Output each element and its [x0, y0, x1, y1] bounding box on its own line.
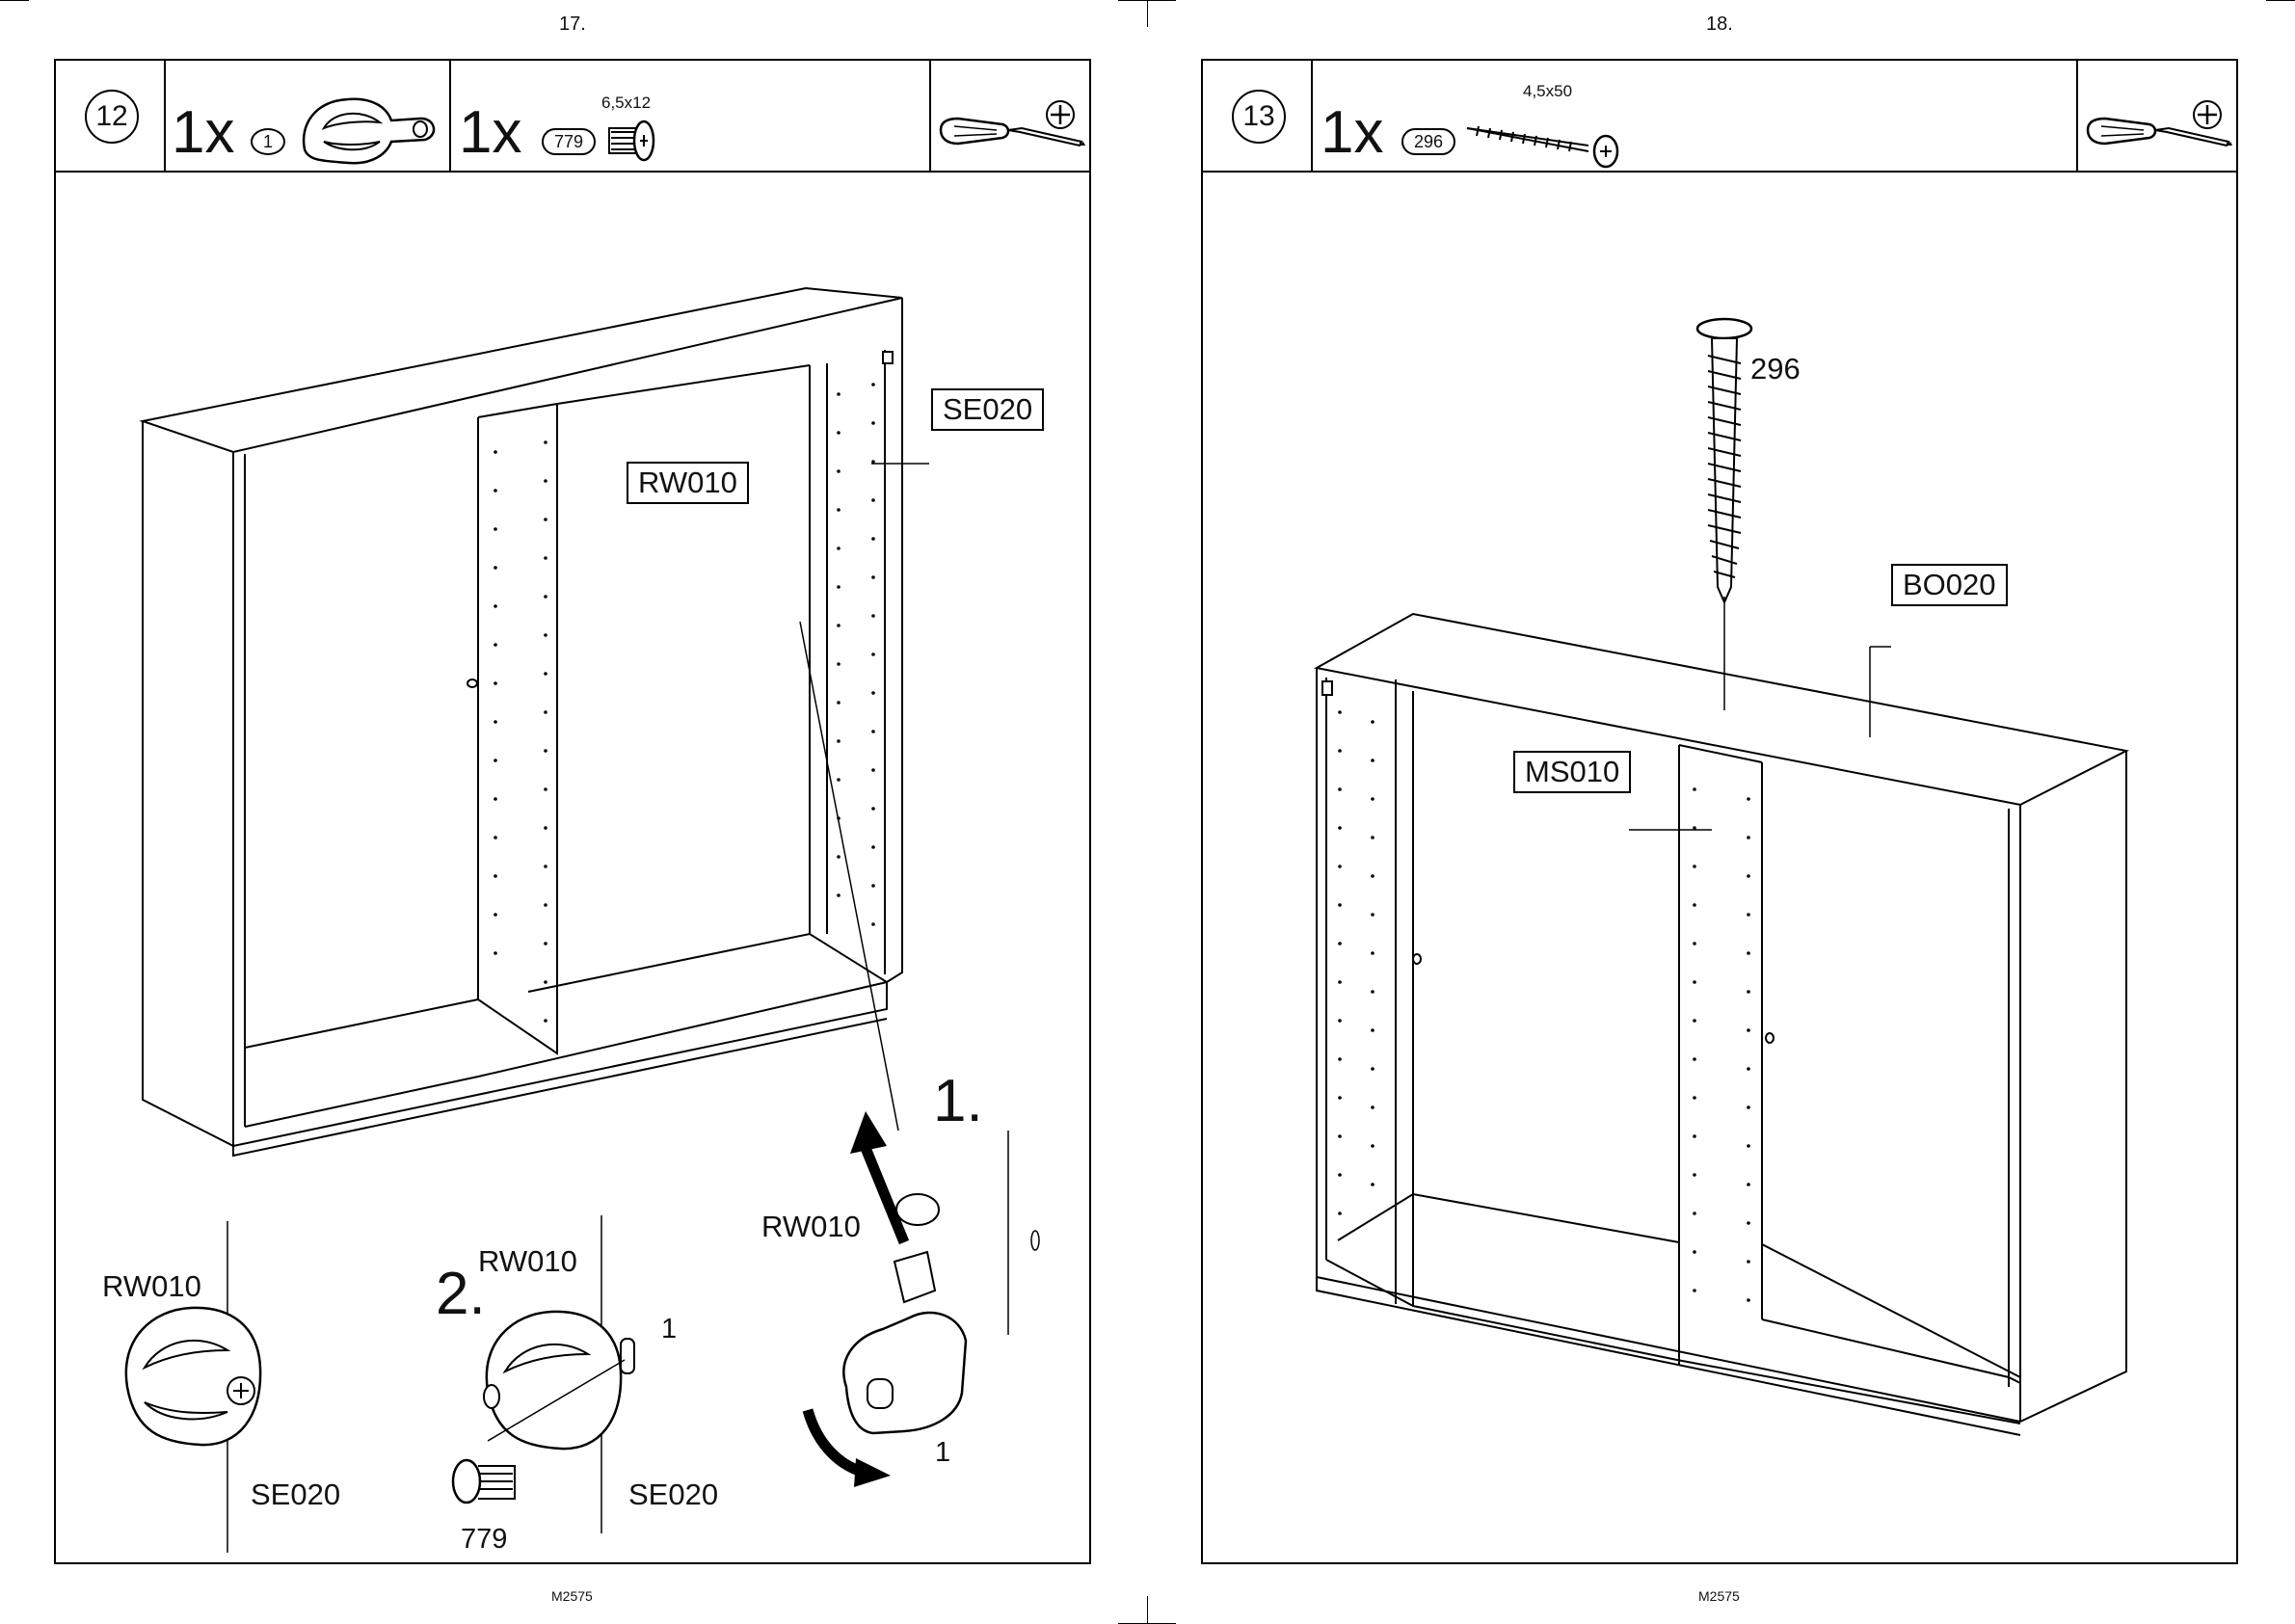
part-label-se020: SE020	[251, 1478, 340, 1512]
wood-screw-icon	[1463, 107, 1627, 169]
part-label-rw010: RW010	[102, 1269, 201, 1304]
header-divider	[164, 61, 166, 171]
part-number-1: 1	[661, 1314, 677, 1345]
document-code: M2575	[551, 1588, 593, 1604]
part-number-badge: 296	[1401, 128, 1455, 155]
page-number: 18.	[1706, 13, 1733, 36]
page-number: 17.	[559, 13, 586, 36]
part-number-badge: 1	[251, 128, 285, 155]
step-12-frame: 12 1x 1 1x 779 6,5x12	[54, 59, 1091, 1564]
part-label-bo020: BO020	[1891, 564, 2008, 606]
crop-mark	[1118, 0, 1176, 1]
part-label-se020: SE020	[628, 1478, 718, 1512]
part-label-rw010: RW010	[478, 1244, 577, 1279]
part-label-rw010: RW010	[627, 462, 749, 504]
part-label-rw010: RW010	[761, 1210, 861, 1244]
screw-number-296: 296	[1750, 352, 1801, 386]
crop-mark	[2266, 0, 2295, 1]
part-number-1: 1	[935, 1437, 950, 1469]
crop-mark	[1147, 1596, 1148, 1624]
crop-mark	[1147, 0, 1148, 27]
screw-dimension-label: 6,5x12	[601, 93, 651, 113]
quantity-label: 1x	[459, 103, 521, 163]
step-one-label: 1.	[933, 1067, 983, 1135]
step-number-badge: 12	[85, 90, 139, 144]
step-header: 12 1x 1 1x 779 6,5x12	[56, 61, 1089, 173]
part-label-se020: SE020	[931, 388, 1044, 431]
part-label-ms010: MS010	[1513, 751, 1631, 793]
header-divider	[929, 61, 931, 171]
quantity-label: 1x	[172, 103, 234, 163]
crop-mark	[0, 0, 29, 1]
step-13-frame: 13 1x 296 4,5x50	[1201, 59, 2238, 1564]
screw-dimension-label: 4,5x50	[1523, 82, 1572, 101]
document-code: M2575	[1698, 1588, 1740, 1604]
wardrobe-top-screw-illustration	[1203, 173, 2236, 1564]
wardrobe-assembly-illustration	[56, 173, 1089, 1564]
cam-lock-icon	[295, 82, 449, 169]
step-number-badge: 13	[1232, 90, 1286, 144]
header-divider	[1311, 61, 1313, 171]
header-divider	[2076, 61, 2078, 171]
screwdriver-icon	[2082, 97, 2236, 165]
screwdriver-icon	[935, 97, 1089, 165]
screw-icon	[603, 119, 661, 165]
header-divider	[449, 61, 451, 171]
step-header: 13 1x 296 4,5x50	[1203, 61, 2236, 173]
screw-number-779: 779	[461, 1524, 507, 1556]
part-number-badge: 779	[542, 128, 596, 155]
quantity-label: 1x	[1321, 103, 1383, 163]
